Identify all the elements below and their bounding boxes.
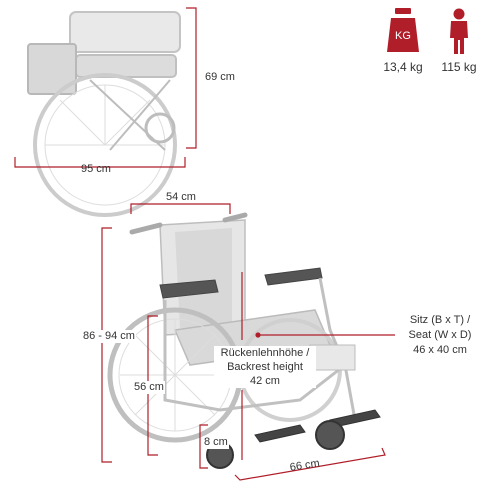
folded-height-label: 69 cm (205, 71, 235, 83)
wheel-size-label: 8 cm (203, 436, 229, 449)
backrest-label-en: Backrest height (227, 361, 303, 373)
seat-height-label: 56 cm (133, 381, 165, 394)
seat-label-de: Sitz (B x T) / (409, 314, 471, 326)
folded-wheelchair-image (27, 11, 181, 217)
weight-kg-icon: KG (385, 8, 421, 54)
backrest-label-de: Rückenlehnhöhe / (220, 347, 310, 359)
folded-length-label: 95 cm (81, 163, 111, 175)
seat-value: 46 x 40 cm (413, 344, 467, 356)
backrest-value: 42 cm (250, 375, 280, 387)
seat-size-label: Sitz (B x T) / Seat (W x D) 46 x 40 cm (389, 313, 491, 358)
unfolded-wheelchair-image (107, 212, 381, 469)
user-capacity-icon (448, 8, 470, 54)
backrest-height-label: Rückenlehnhöhe / Backrest height 42 cm (214, 346, 316, 388)
total-height-label: 86 - 94 cm (82, 330, 136, 343)
weight-icon-text: KG (395, 30, 411, 42)
seat-label-en: Seat (W x D) (408, 329, 472, 341)
width-label: 54 cm (166, 191, 196, 203)
weight-caption: 13,4 kg (383, 60, 423, 74)
user-capacity-caption: 115 kg (441, 60, 477, 74)
